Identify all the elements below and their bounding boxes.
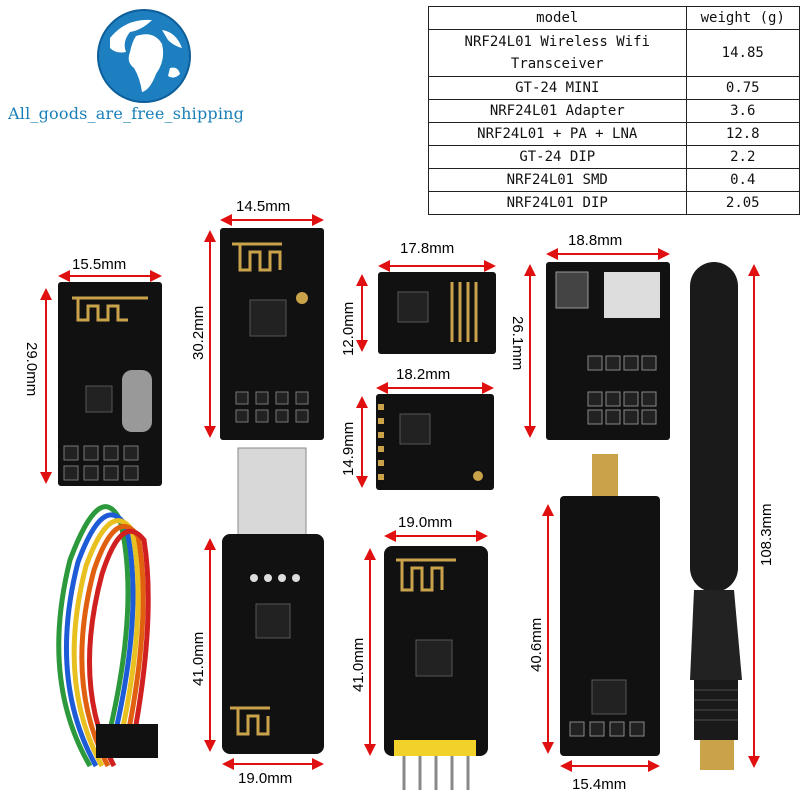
dim-label: 26.1mm [509, 316, 526, 371]
dim-label: 30.2mm [190, 305, 207, 360]
dim-label: 41.0mm [350, 637, 367, 692]
dim-label: 14.9mm [340, 421, 357, 476]
row-weight: 12.8 [685, 122, 800, 146]
dim-label: 19.0mm [238, 770, 293, 787]
dim-label: 15.4mm [572, 776, 627, 793]
board-nrf24l01-pa-lna [560, 454, 660, 756]
board-nrf24l01 [58, 282, 162, 486]
brand-text: All_goods_are_free_shipping [8, 104, 245, 123]
table-row: GT-24 MINI 0.75 [428, 76, 800, 100]
board-gt24-dip [220, 228, 324, 440]
table-row: NRF24L01 DIP 2.05 [428, 191, 800, 215]
dim-label: 18.2mm [396, 366, 451, 383]
board-nrf24l01-adapter [546, 262, 670, 440]
row-model: NRF24L01 Wireless Wifi Transceiver [428, 29, 687, 77]
dim-label: 18.8mm [568, 232, 623, 249]
antenna [690, 262, 742, 770]
dim-label: 15.5mm [72, 256, 127, 273]
row-weight: 0.4 [685, 168, 800, 192]
dim-label: 40.6mm [528, 617, 545, 672]
row-weight: 2.2 [685, 145, 800, 169]
dim-label: 19.0mm [398, 514, 453, 531]
dim-label: 41.0mm [190, 631, 207, 686]
dim-label: 14.5mm [236, 198, 291, 215]
row-weight: 2.05 [685, 191, 800, 215]
row-weight: 0.75 [685, 76, 800, 100]
dim-label: 17.8mm [400, 240, 455, 257]
table-header-row: model weight (g) [428, 6, 800, 30]
row-model: NRF24L01 DIP [428, 191, 687, 215]
dim-label: 108.3mm [758, 503, 775, 566]
board-usb-adapter [222, 447, 324, 754]
table-row: NRF24L01 Adapter 3.6 [428, 99, 800, 123]
board-wireless-serial [384, 546, 488, 790]
dupont-cable [56, 504, 158, 768]
dim-label: 12.0mm [340, 301, 357, 356]
row-weight: 3.6 [685, 99, 800, 123]
board-nrf24l01-smd [376, 394, 494, 490]
dim-label: 29.0mm [23, 342, 40, 397]
row-model: GT-24 MINI [428, 76, 687, 100]
header-model: model [428, 6, 687, 30]
table-row: NRF24L01 Wireless Wifi Transceiver 14.85 [428, 29, 800, 77]
weight-table: model weight (g) NRF24L01 Wireless Wifi … [428, 6, 800, 215]
globe-logo [96, 8, 192, 104]
board-gt24-mini [378, 272, 496, 354]
